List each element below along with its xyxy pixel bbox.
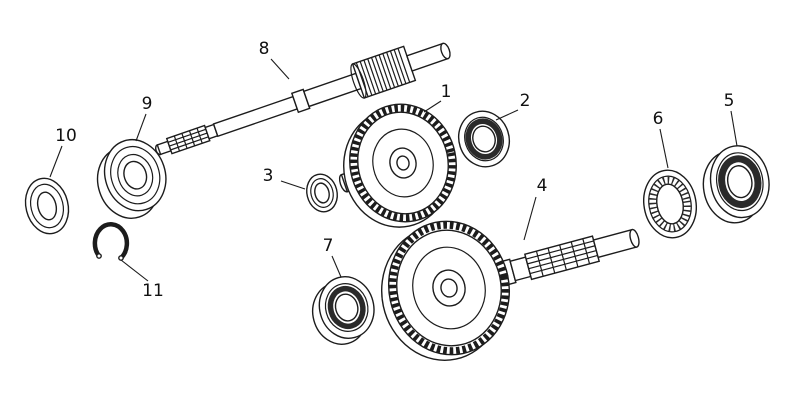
callout-10: 10 bbox=[55, 126, 77, 146]
callout-9: 9 bbox=[142, 94, 153, 114]
leader-line-10 bbox=[49, 145, 63, 178]
callout-labels: 1 2 3 4 5 6 7 8 9 10 11 bbox=[55, 39, 734, 301]
callout-5: 5 bbox=[724, 91, 735, 111]
leader-line-3 bbox=[280, 180, 306, 190]
callout-4: 4 bbox=[537, 176, 548, 196]
part-6-bearing-seal bbox=[643, 169, 697, 239]
part-3-washer bbox=[306, 173, 338, 213]
part-2-bearing bbox=[457, 110, 511, 168]
leader-line-9 bbox=[135, 113, 147, 142]
leader-lines bbox=[49, 58, 738, 282]
callout-3: 3 bbox=[263, 166, 274, 186]
leader-line-7 bbox=[331, 255, 342, 278]
leader-line-2 bbox=[495, 109, 519, 121]
callout-1: 1 bbox=[441, 82, 452, 102]
callout-8: 8 bbox=[259, 39, 270, 59]
leader-line-11 bbox=[120, 259, 149, 282]
leader-line-5 bbox=[730, 110, 738, 147]
part-8-input-shaft bbox=[154, 42, 451, 156]
part-11-circlip bbox=[92, 222, 130, 261]
leader-line-8 bbox=[270, 58, 290, 80]
part-1-gear bbox=[338, 103, 457, 228]
callout-6: 6 bbox=[653, 109, 664, 129]
part-7-bearing bbox=[311, 276, 375, 345]
part-4-output-shaft-gear bbox=[380, 220, 640, 361]
callout-11: 11 bbox=[142, 281, 164, 301]
callout-7: 7 bbox=[323, 236, 334, 256]
leader-line-4 bbox=[523, 196, 537, 241]
part-5-bearing bbox=[702, 145, 770, 224]
leader-line-6 bbox=[659, 128, 669, 169]
callout-2: 2 bbox=[520, 91, 531, 111]
part-10-oil-seal bbox=[24, 177, 70, 235]
part-9-bearing bbox=[96, 138, 167, 219]
leader-line-1 bbox=[423, 100, 442, 113]
